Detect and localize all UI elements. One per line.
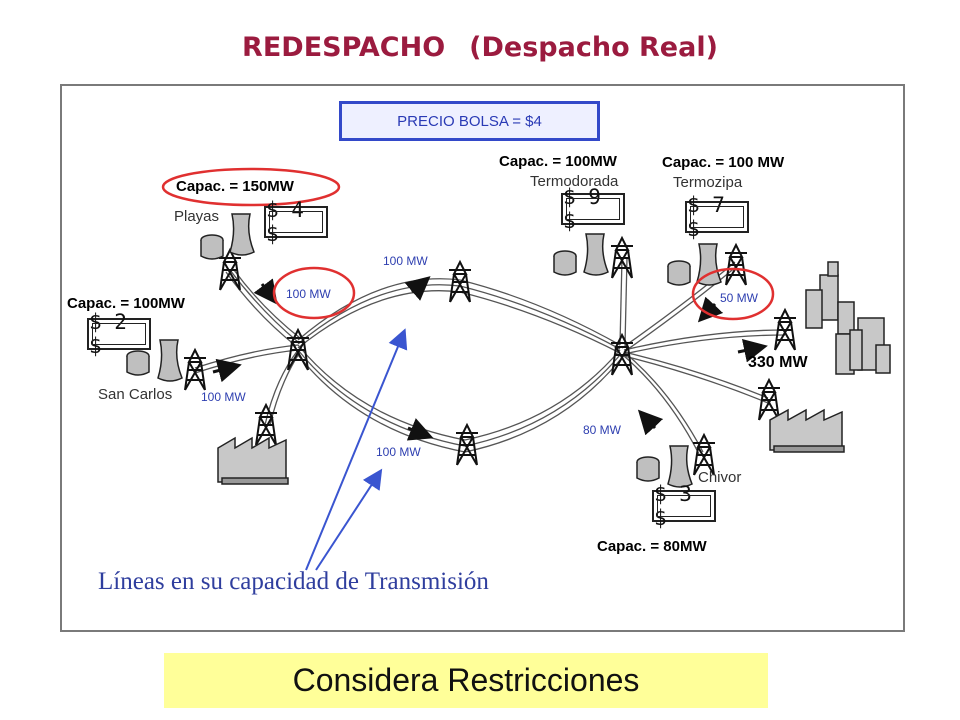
playas-capacity-highlight [161,167,341,207]
highlight-ellipses [161,167,775,321]
termodorada-capacity: Capac. = 100MW [499,153,617,170]
termodorada-label: Termodorada [530,173,619,190]
playas-plant-icon [200,213,255,260]
termodorada-price: $ 9 $ [561,185,625,233]
chivor-plant-icon [636,445,693,488]
termozipa-flow-highlight [691,267,775,321]
page-title: REDESPACHO (Despacho Real) [0,32,960,63]
termozipa-price: $ 7 $ [685,193,749,241]
title-main: REDESPACHO [242,32,446,63]
title-sub: (Despacho Real) [469,32,718,63]
factory-left-icon [217,436,289,485]
playas-price: $ 4 $ [264,198,328,246]
load-flow-label: 330 MW [748,354,808,371]
precio-bolsa-box: PRECIO BOLSA = $4 [339,101,600,141]
chivor-price: $ 3 $ [652,482,716,530]
footer-banner: Considera Restricciones [164,653,768,708]
plant-icons [126,213,722,488]
flow-arrows [212,276,768,441]
sancarlos-price: $ 2 $ [87,310,151,358]
sancarlos-capacity: Capac. = 100MW [67,295,185,312]
playas-flow-highlight [272,266,356,320]
factory-right-icon [769,408,845,453]
termozipa-capacity: Capac. = 100 MW [662,154,785,171]
flow-termozipa-label: 50 MW [720,291,759,305]
flow-bottom-label: 100 MW [376,445,421,459]
flow-playas-label: 100 MW [286,287,331,301]
chivor-label: Chivor [698,469,742,486]
transmission-lines [194,257,786,455]
flow-sancarlos-label: 100 MW [201,390,246,404]
flow-top-label: 100 MW [383,254,428,268]
factory-icons [217,261,891,485]
pointer-arrows [305,328,408,571]
termodorada-plant-icon [553,233,609,276]
playas-capacity: Capac. = 150MW [176,178,294,195]
chivor-capacity: Capac. = 80MW [597,538,707,555]
flow-chivor-label: 80 MW [583,423,622,437]
termozipa-label: Termozipa [673,174,743,191]
city-buildings-icon [805,261,891,375]
termozipa-plant-icon [667,243,722,286]
playas-label: Playas [174,208,220,225]
sancarlos-plant-icon [126,339,183,382]
sancarlos-label: San Carlos [98,386,173,403]
lineas-note: Líneas en su capacidad de Transmisión [98,568,489,595]
